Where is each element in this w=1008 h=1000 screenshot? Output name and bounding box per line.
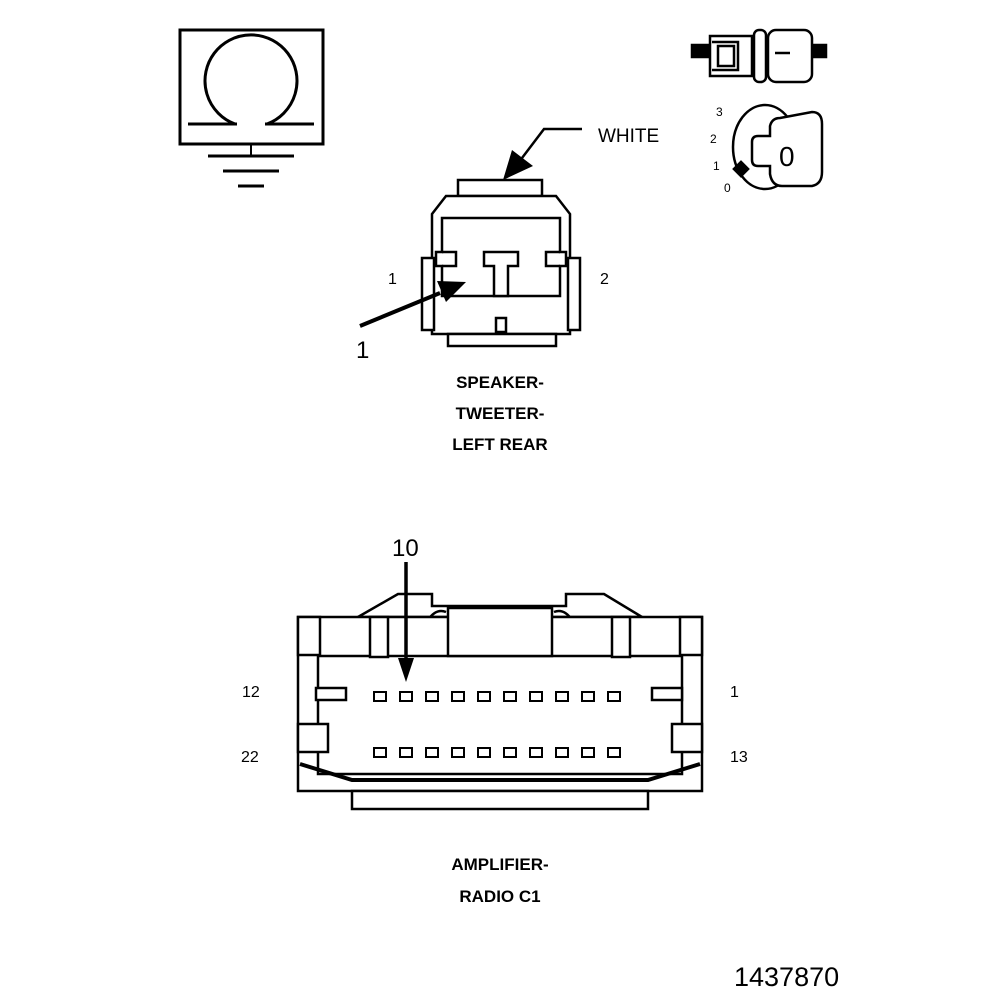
key-position-0: 0 — [724, 181, 731, 195]
speaker-callout-label: 1 — [356, 337, 369, 364]
speaker-pin-2-label: 2 — [600, 271, 609, 288]
amplifier-pin-13-label: 13 — [730, 749, 748, 766]
test-probe-icon — [690, 28, 828, 84]
amplifier-pin-22-label: 22 — [241, 749, 259, 766]
amplifier-pin-callout-arrow — [398, 562, 414, 682]
amplifier-pin-12-label: 12 — [242, 684, 260, 701]
speaker-pin-1-label: 1 — [388, 271, 397, 288]
key-position-2: 2 — [710, 132, 717, 146]
speaker-connector-name-line-1: SPEAKER- — [456, 373, 544, 392]
wire-color-label: WHITE — [598, 126, 659, 147]
amplifier-connector-name-line-2: RADIO C1 — [459, 887, 540, 906]
figure-number: 1437870 — [734, 962, 839, 992]
amplifier-callout-label: 10 — [392, 535, 419, 562]
speaker-pin-callout-arrow — [359, 281, 466, 328]
key-current-position-label: 0 — [779, 141, 795, 172]
amplifier-pin-1-label: 1 — [730, 684, 739, 701]
key-position-1: 1 — [713, 159, 720, 173]
speaker-connector — [420, 178, 582, 348]
amplifier-connector-name-line-1: AMPLIFIER- — [451, 855, 548, 874]
key-position-3: 3 — [716, 105, 723, 119]
wire-color-leader-arrow — [503, 127, 582, 180]
ohmmeter-ground-icon — [178, 28, 325, 188]
speaker-connector-name-line-2: TWEETER- — [456, 404, 545, 423]
ignition-key-icon — [731, 103, 824, 191]
amplifier-pin-row-bottom — [373, 747, 621, 758]
speaker-connector-name-line-3: LEFT REAR — [452, 435, 547, 454]
amplifier-pin-row-top — [373, 691, 621, 702]
amplifier-connector — [296, 592, 704, 811]
